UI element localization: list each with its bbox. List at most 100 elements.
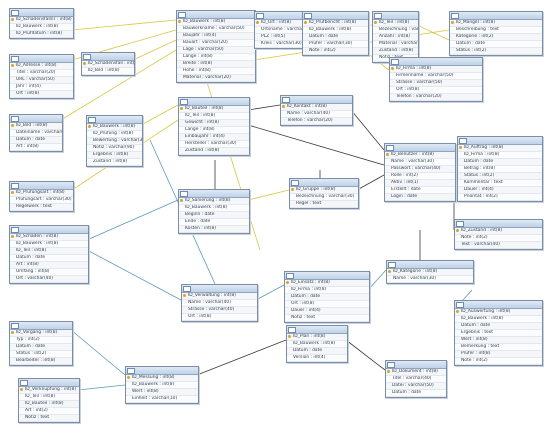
- table-header[interactable]: [182, 285, 257, 293]
- table-header[interactable]: [10, 55, 73, 63]
- db-table[interactable]: ID_Dokument : int(8)Titel : varchar(40)D…: [385, 360, 447, 398]
- table-header[interactable]: [10, 9, 73, 17]
- field-text: Name : varchar(40): [287, 111, 330, 116]
- db-table[interactable]: ID_Adresse : int(8)Titel : varchar(20)UR…: [9, 54, 74, 99]
- db-table[interactable]: ID_Schadensfallnr : int(8)ID_Bauwerk : i…: [9, 8, 74, 39]
- table-header[interactable]: [387, 261, 473, 269]
- table-header[interactable]: [179, 190, 249, 198]
- field-text: ID_Kontakt : int(8): [287, 104, 327, 109]
- db-table[interactable]: ID_Bild : int(8)Dateiname : varchar(50)D…: [9, 114, 63, 152]
- table-header[interactable]: [287, 326, 347, 334]
- table-field: Breite : int(8): [177, 61, 255, 68]
- db-table[interactable]: ID_Verwaltung : int(8)Name : varchar(40)…: [181, 284, 258, 322]
- field-text: ID_Firma : int(8): [291, 287, 327, 292]
- db-table[interactable]: ID_Gruppe : int(8)Bezeichnung : varchar(…: [289, 178, 359, 209]
- table-field: Name : varchar(40): [182, 300, 257, 307]
- table-field: Ort : varchar(40): [10, 276, 88, 283]
- primary-key-icon: [391, 67, 394, 70]
- field-text: ID_Bauwerk : int(8): [461, 316, 504, 321]
- field-text: Name : varchar(30): [393, 276, 436, 281]
- table-icon: [291, 180, 299, 186]
- db-table[interactable]: ID_Verknüpfung : int(8)ID_Teil : int(8)I…: [18, 378, 80, 423]
- relationship-line: [247, 124, 385, 166]
- field-text: Kreis : varchar(30): [261, 41, 302, 46]
- db-table[interactable]: ID_Vorgang : int(8)Typ : int(2)Datum : d…: [9, 321, 73, 366]
- db-table[interactable]: ID_Prüfungsart : int(8)Prüfungsart : var…: [9, 181, 74, 212]
- db-table[interactable]: ID_Kategorie : int(8)Name : varchar(30): [386, 260, 474, 284]
- table-header[interactable]: [390, 58, 482, 66]
- table-field: PLZ : int(5): [255, 34, 339, 41]
- table-header[interactable]: [179, 98, 249, 106]
- primary-key-icon: [11, 64, 14, 67]
- table-header[interactable]: [281, 96, 352, 104]
- table-header[interactable]: [255, 12, 339, 20]
- table-header[interactable]: [126, 367, 198, 375]
- field-text: ID_Bauwerk : int(8): [93, 124, 136, 129]
- primary-key-icon: [11, 191, 14, 194]
- field-text: Datum : date: [309, 34, 339, 39]
- db-table[interactable]: ID_Teil : int(8)Bezeichnung : varchar(40…: [372, 11, 419, 63]
- field-text: Hersteller : varchar(30): [185, 141, 237, 146]
- table-field: ID_Bauwerk : int(8): [179, 205, 249, 212]
- db-table[interactable]: ID_Firma : int(8)Firmenname : varchar(50…: [389, 57, 483, 102]
- table-header[interactable]: [290, 179, 358, 187]
- table-field: Notiz : varchar(90): [87, 145, 142, 152]
- table-header[interactable]: [303, 12, 368, 20]
- table-header[interactable]: [10, 322, 72, 330]
- db-table[interactable]: ID_Zustand : int(8)Note : int(2)Text : v…: [454, 219, 543, 250]
- db-table[interactable]: ID_Kontakt : int(8)Name : varchar(40)Tel…: [280, 95, 353, 126]
- table-header[interactable]: [450, 12, 542, 20]
- table-header[interactable]: [87, 116, 142, 124]
- field-text: Telefon : varchar(20): [396, 94, 442, 99]
- primary-key-icon: [83, 62, 86, 65]
- table-field: ID_Teil : int(8): [373, 20, 418, 27]
- db-table[interactable]: ID_Schaden : int(8)ID_Bauwerk : int(8)ID…: [9, 225, 89, 284]
- table-header[interactable]: [386, 361, 446, 369]
- db-table[interactable]: ID_Plan : int(8)ID_Bauwerk : int(8)Datum…: [286, 325, 348, 363]
- table-header[interactable]: [455, 220, 542, 228]
- db-table[interactable]: ID_Einsatz : int(8)ID_Firma : int(8)Datu…: [284, 271, 370, 323]
- table-field: Ort : int(8): [390, 87, 482, 94]
- table-header[interactable]: [285, 272, 369, 280]
- table-header[interactable]: [19, 379, 79, 387]
- table-icon: [459, 138, 467, 144]
- db-table[interactable]: ID_Sanierung : int(8)ID_Bauwerk : int(8)…: [178, 189, 250, 234]
- field-text: Notiz : text: [25, 415, 50, 420]
- field-text: Firmenname : varchar(50): [396, 73, 454, 78]
- db-table[interactable]: ID_Schadensfall : int(8)ID_Bild : int(8): [81, 52, 135, 76]
- db-table[interactable]: ID_Prüfbericht : int(8)ID_Bauwerk : int(…: [302, 11, 369, 56]
- table-header[interactable]: [10, 226, 88, 234]
- db-table[interactable]: ID_Bauwerk : int(8)Bauwerkname : varchar…: [176, 10, 256, 83]
- table-field: ID_Bild : int(8): [10, 123, 62, 130]
- field-text: Wert : int(8): [132, 389, 159, 394]
- table-header[interactable]: [385, 144, 455, 152]
- db-table[interactable]: ID_Auswertung : int(8)ID_Bauwerk : int(8…: [454, 300, 543, 366]
- table-field: Rolle : int(2): [385, 173, 455, 180]
- table-header[interactable]: [455, 301, 542, 309]
- db-table[interactable]: ID_Auftrag : int(8)ID_Firma : int(8)Datu…: [457, 136, 543, 202]
- table-header[interactable]: [458, 137, 542, 145]
- field-text: Bauart : varchar(20): [183, 40, 228, 45]
- db-table[interactable]: ID_Messung : int(8)ID_Bauwerk : int(8)We…: [125, 366, 199, 404]
- field-text: Art : int(8): [16, 262, 39, 267]
- field-text: Bezeichnung : varchar(30): [296, 194, 355, 199]
- relationship-line: [71, 19, 177, 31]
- table-field: ID_Bauwerk : int(8): [126, 382, 198, 389]
- table-header[interactable]: [177, 11, 255, 19]
- table-header[interactable]: [82, 53, 134, 61]
- table-icon: [183, 286, 191, 292]
- table-field: Umfang : int(8): [10, 269, 88, 276]
- table-header[interactable]: [10, 182, 73, 190]
- table-field: Status : int(2): [450, 48, 542, 55]
- db-table[interactable]: ID_Bauwerk : int(8)ID_Prüfung : int(8)Be…: [86, 115, 143, 167]
- table-icon: [180, 99, 188, 105]
- db-table[interactable]: ID_Bauteil : int(8)ID_Teil : int(8)Gewic…: [178, 97, 250, 156]
- field-text: Einheit : varchar(10): [132, 396, 178, 401]
- field-text: ID_Schadensfall : int(8): [88, 61, 134, 66]
- table-field: Note : int(2): [455, 358, 542, 365]
- table-header[interactable]: [373, 12, 418, 20]
- db-table[interactable]: ID_Benutzer : int(8)Name : varchar(30)Pa…: [384, 143, 456, 202]
- table-header[interactable]: [10, 115, 62, 123]
- field-text: ID_Prüfung : int(8): [93, 131, 134, 136]
